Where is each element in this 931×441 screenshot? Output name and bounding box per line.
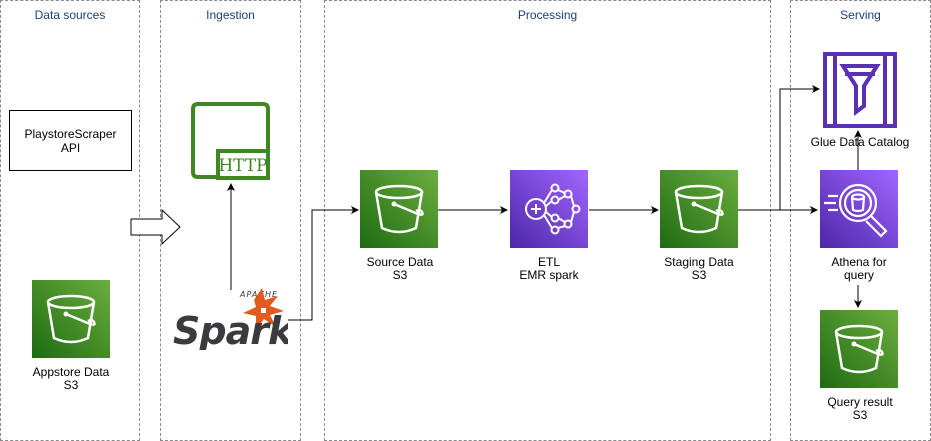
s3-bucket-icon — [32, 280, 110, 358]
emr-cluster-icon — [510, 170, 588, 248]
caption-line1: Athena for — [831, 255, 887, 269]
block-arrow — [130, 208, 181, 246]
spark-wordmark: Spark — [173, 309, 288, 350]
caption-line1: Appstore Data — [32, 365, 110, 379]
playstore-scraper-api: PlaystoreScraper API — [9, 110, 132, 171]
caption-line1: Staging Data — [664, 255, 734, 269]
athena-caption: Athena for query — [831, 256, 886, 282]
lane-title: Serving — [840, 8, 881, 22]
edge-spark-to-source — [288, 206, 359, 321]
caption-line1: ETL — [537, 255, 560, 269]
caption-line1: Query result — [827, 395, 893, 409]
http-label: HTTP — [218, 156, 267, 176]
caption-line1: Source Data — [366, 255, 434, 269]
edge-staging-to-glue — [779, 85, 820, 210]
caption-line1: Glue Data Catalog — [810, 135, 910, 149]
s3-bucket-icon — [360, 170, 438, 248]
caption-line2: S3 — [852, 408, 868, 422]
lane-title: Data sources — [34, 8, 106, 22]
api-label-line2: API — [60, 140, 81, 155]
athena-query-icon — [820, 170, 898, 248]
result-caption: Query result S3 — [827, 396, 892, 422]
appstore-caption: Appstore Data S3 — [33, 366, 110, 392]
etl-caption: ETL EMR spark — [519, 256, 578, 282]
caption-line2: S3 — [392, 268, 408, 282]
glue-caption: Glue Data Catalog — [811, 136, 910, 149]
s3-bucket-icon — [820, 310, 898, 388]
apache-spark-logo: APACHE Spark — [173, 288, 288, 350]
api-label-line1: PlaystoreScraper — [24, 126, 117, 141]
source-caption: Source Data S3 — [367, 256, 434, 282]
glue-data-catalog-icon — [823, 52, 897, 128]
caption-line2: S3 — [691, 268, 707, 282]
lane-title: Processing — [517, 8, 578, 22]
staging-caption: Staging Data S3 — [664, 256, 733, 282]
caption-line2: EMR spark — [519, 268, 579, 282]
http-endpoint-icon: HTTP — [191, 102, 270, 180]
s3-bucket-icon — [660, 170, 738, 248]
caption-line2: query — [843, 268, 875, 282]
lane-title: Ingestion — [206, 8, 255, 22]
caption-line2: S3 — [63, 378, 79, 392]
